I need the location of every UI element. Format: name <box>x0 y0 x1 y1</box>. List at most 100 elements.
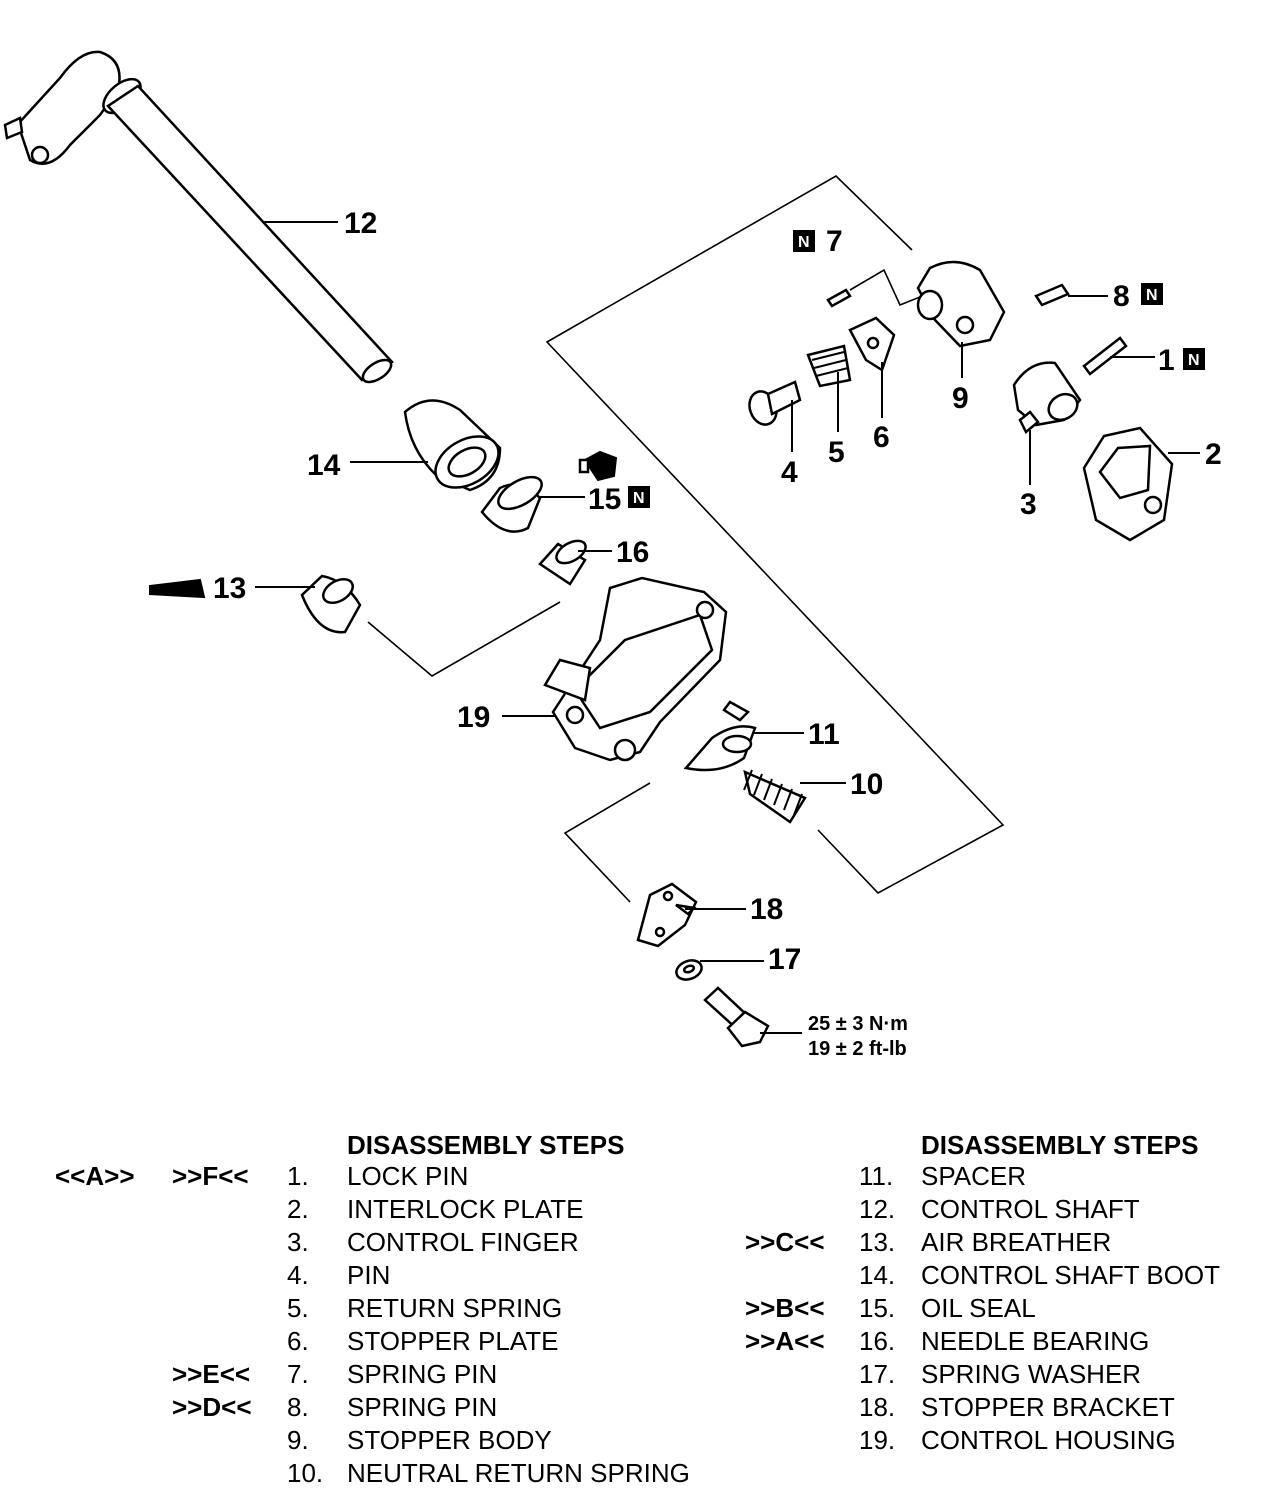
svg-text:N: N <box>1188 352 1200 369</box>
spring-pin-8-part <box>1034 283 1070 307</box>
step-name: AIR BREATHER <box>921 1227 1112 1257</box>
step-name: LOCK PIN <box>347 1161 469 1191</box>
stopper-body-part <box>916 260 1006 348</box>
step-name: OIL SEAL <box>921 1293 1036 1323</box>
callout-6: 6 <box>873 421 890 454</box>
step-ref: >>A<< <box>745 1326 825 1356</box>
callout-15: 15 <box>588 483 621 516</box>
step-name: CONTROL FINGER <box>347 1227 579 1257</box>
step-row: 6. STOPPER PLATE <box>0 1325 760 1358</box>
step-number: 7. <box>287 1359 309 1389</box>
callout-17: 17 <box>768 943 801 976</box>
step-number: 18. <box>859 1392 896 1422</box>
callout-5: 5 <box>828 436 845 469</box>
step-name: NEEDLE BEARING <box>921 1326 1150 1356</box>
step-row: >>B<< 15. OIL SEAL <box>720 1292 1260 1325</box>
oil-seal-part <box>480 450 618 533</box>
control-shaft-boot-part <box>403 399 502 492</box>
step-number: 17. <box>859 1359 896 1389</box>
step-row: >>E<< 7. SPRING PIN <box>0 1358 760 1391</box>
control-shaft-part <box>3 50 394 384</box>
steps-left-heading: DISASSEMBLY STEPS <box>347 1130 625 1160</box>
needle-bearing-part <box>538 539 587 586</box>
step-name: SPRING PIN <box>347 1359 498 1389</box>
step-number: 3. <box>287 1227 309 1257</box>
spacer-part <box>683 700 757 772</box>
callout-18: 18 <box>750 893 783 926</box>
step-number: 14. <box>859 1260 896 1290</box>
air-breather-part <box>149 574 362 634</box>
spring-washer-part <box>675 959 703 981</box>
callout-14: 14 <box>307 449 341 482</box>
step-number: 6. <box>287 1326 309 1356</box>
step-name: INTERLOCK PLATE <box>347 1194 584 1224</box>
step-number: 1. <box>287 1161 309 1191</box>
step-row: 14. CONTROL SHAFT BOOT <box>720 1259 1260 1292</box>
callout-19: 19 <box>457 701 490 734</box>
torque-metric: 25 ± 3 N·m <box>808 1013 908 1035</box>
callout-3: 3 <box>1020 488 1037 521</box>
step-name: STOPPER PLATE <box>347 1326 559 1356</box>
pin-part <box>748 380 802 426</box>
step-number: 4. <box>287 1260 309 1290</box>
new-part-marker-7: N <box>793 230 815 252</box>
step-row: 4.PIN <box>0 1259 760 1292</box>
step-row: 17.SPRING WASHER <box>720 1358 1260 1391</box>
step-row: 10.NEUTRAL RETURN SPRING <box>0 1457 760 1490</box>
control-finger-part <box>1012 361 1082 434</box>
callout-13: 13 <box>213 572 246 605</box>
step-row: 5.RETURN SPRING <box>0 1292 760 1325</box>
steps-right-heading: DISASSEMBLY STEPS <box>921 1130 1199 1160</box>
step-number: 11. <box>859 1161 894 1191</box>
return-spring-part <box>806 344 852 388</box>
step-ref-secondary: >>E<< <box>172 1359 251 1389</box>
step-name: SPACER <box>921 1161 1026 1191</box>
callout-1: 1 <box>1158 344 1175 377</box>
step-name: RETURN SPRING <box>347 1293 563 1323</box>
assembly-frame-lower <box>563 782 651 903</box>
torque-imperial: 19 ± 2 ft-lb <box>808 1038 907 1060</box>
step-name: CONTROL SHAFT <box>921 1194 1140 1224</box>
step-ref-primary: <<A>> <box>55 1161 135 1191</box>
step-row: 18. STOPPER BRACKET <box>720 1391 1260 1424</box>
step-row: >>D<<8.SPRING PIN <box>0 1391 760 1424</box>
svg-text:N: N <box>798 234 810 251</box>
svg-text:N: N <box>633 490 645 507</box>
spring-pin-7-part <box>826 288 852 308</box>
step-row: 9.STOPPER BODY <box>0 1424 760 1457</box>
step-name: CONTROL SHAFT BOOT <box>921 1260 1221 1290</box>
step-row: >>C<<13.AIR BREATHER <box>720 1226 1260 1259</box>
new-part-marker-15: N <box>628 486 650 508</box>
callout-10: 10 <box>850 768 883 801</box>
lock-pin-part <box>1082 336 1128 376</box>
bolt-part <box>703 986 770 1048</box>
callout-8: 8 <box>1113 280 1130 313</box>
step-name: CONTROL HOUSING <box>921 1425 1176 1455</box>
step-number: 8. <box>287 1392 309 1422</box>
callout-11: 11 <box>808 718 840 751</box>
step-number: 9. <box>287 1425 309 1455</box>
step-name: NEUTRAL RETURN SPRING <box>347 1458 690 1488</box>
step-row: 19.CONTROL HOUSING <box>720 1424 1260 1457</box>
assembly-frame-housing <box>367 601 561 677</box>
svg-text:N: N <box>1146 287 1158 304</box>
callout-4: 4 <box>781 456 798 489</box>
neutral-return-spring-part <box>743 769 807 824</box>
step-ref-secondary: >>D<< <box>172 1392 252 1422</box>
step-ref-secondary: >>F<< <box>172 1161 249 1191</box>
step-row: 2.INTERLOCK PLATE <box>0 1193 760 1226</box>
step-name: STOPPER BRACKET <box>921 1392 1175 1422</box>
stopper-plate-part <box>848 316 896 372</box>
callout-12: 12 <box>344 207 377 240</box>
step-ref: >>B<< <box>745 1293 825 1323</box>
callout-7: 7 <box>826 225 843 258</box>
assembly-frame-pin-link <box>849 268 931 307</box>
step-row: <<A>> >>F<< 1. LOCK PIN <box>0 1160 760 1193</box>
step-ref: >>C<< <box>745 1227 825 1257</box>
assembly-frame-upper <box>545 175 1005 894</box>
interlock-plate-part <box>1082 426 1174 542</box>
new-part-marker-8: N <box>1141 283 1163 305</box>
step-number: 15. <box>859 1293 896 1323</box>
